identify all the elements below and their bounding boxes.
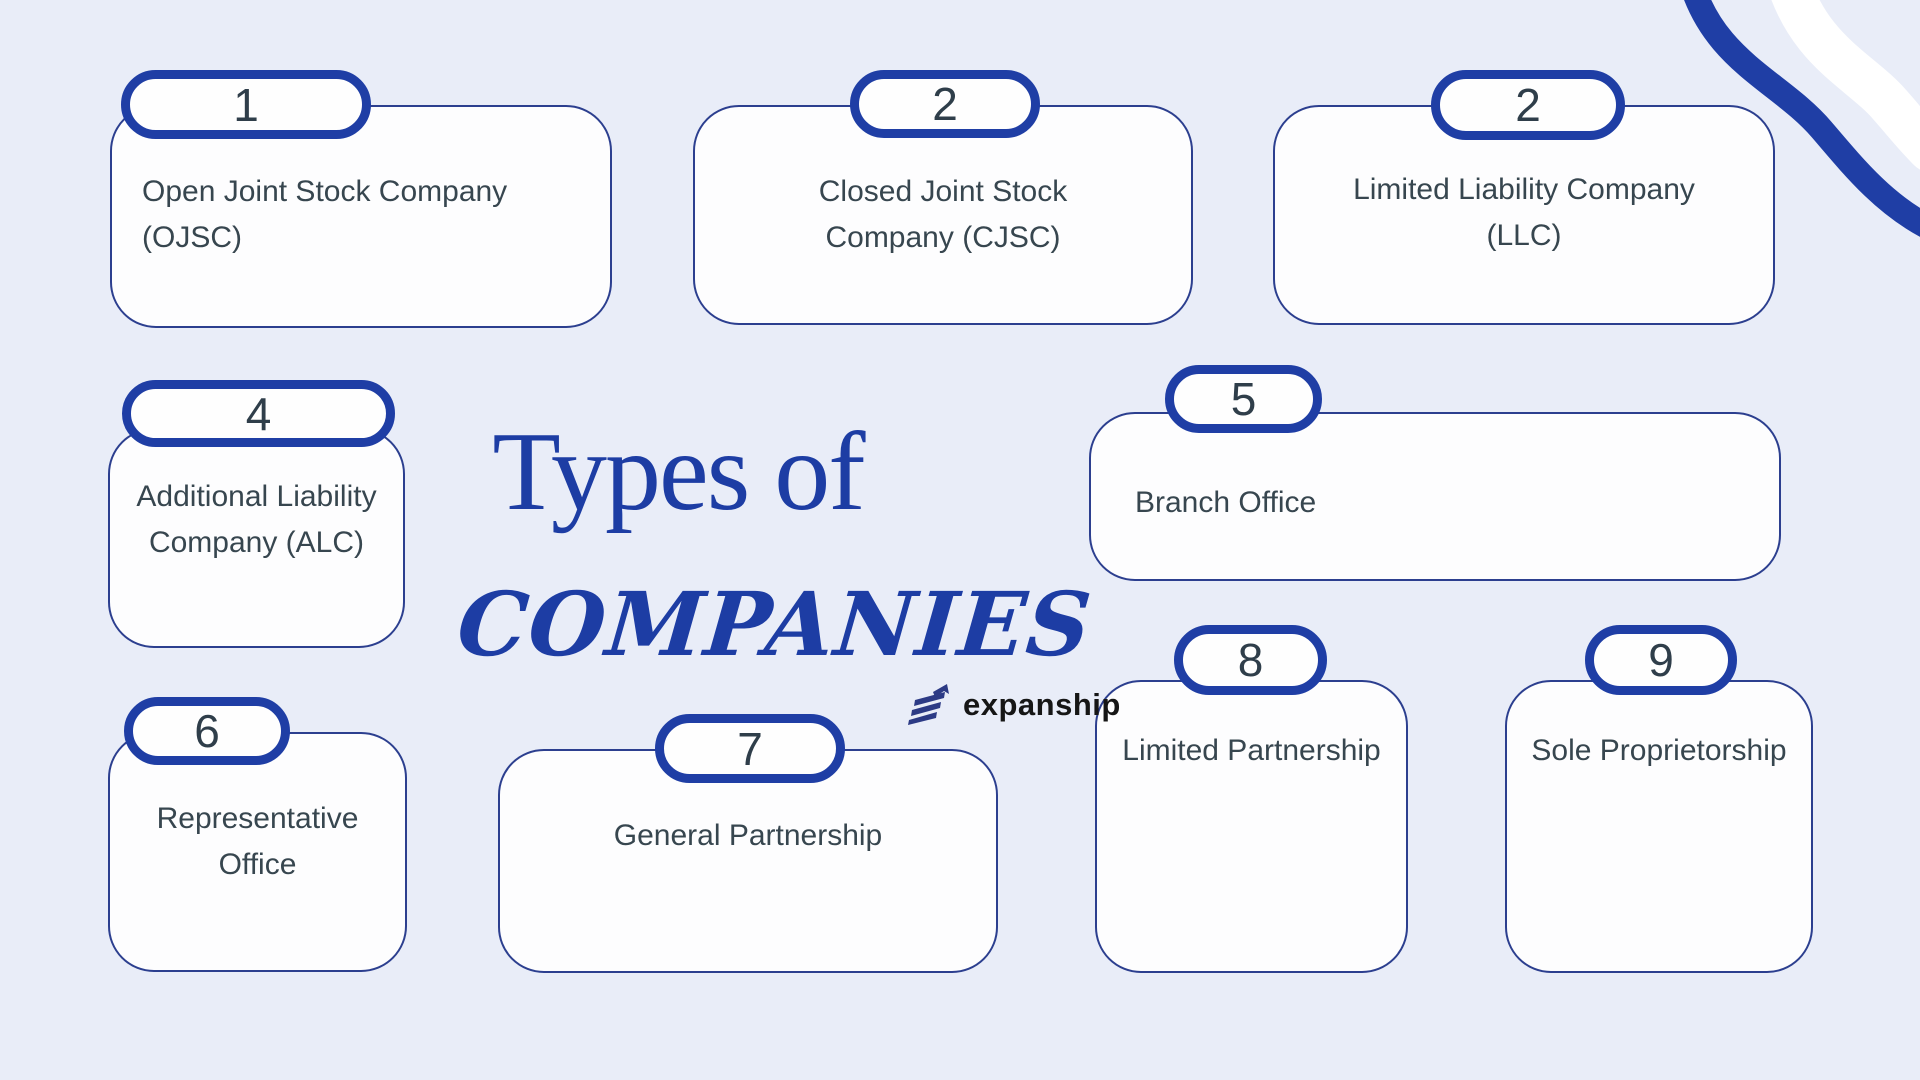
card-branch-office-number-badge: 5: [1165, 365, 1322, 433]
card-title: Limited Partnership: [1122, 734, 1381, 767]
card-llc-number-badge: 2: [1431, 70, 1625, 140]
card-number: 8: [1237, 634, 1264, 686]
card-sole-proprietorship-number-badge: 9: [1585, 625, 1737, 695]
card-title: Closed Joint Stock Company (CJSC): [818, 175, 1068, 254]
page-title-line1: Types of: [492, 410, 865, 534]
card-number: 4: [245, 387, 272, 440]
card-branch-office: 5 Branch Office: [1089, 365, 1781, 581]
brand-name: expanship: [963, 687, 1121, 722]
card-representative-office: 6 Representative Office: [108, 697, 407, 972]
card-number: 6: [194, 705, 220, 757]
card-cjsc-number-badge: 2: [850, 70, 1040, 138]
card-title: Branch Office: [1135, 486, 1317, 519]
top-right-wave-decoration: [1684, 0, 1920, 237]
card-number: 2: [932, 78, 958, 130]
card-representative-office-number-badge: 6: [124, 697, 290, 765]
card-alc-number-badge: 4: [122, 380, 395, 447]
wave-blue-stroke: [1684, 0, 1920, 237]
expanship-logo-icon: [903, 680, 955, 730]
card-ojsc-number-badge: 1: [121, 70, 371, 139]
card-sole-proprietorship: 9 Sole Proprietorship: [1505, 625, 1813, 973]
card-title: Limited Liability Company (LLC): [1353, 173, 1695, 252]
card-number: 1: [233, 78, 259, 131]
card-limited-partnership-number-badge: 8: [1174, 625, 1327, 695]
card-title: Additional Liability Company (ALC): [136, 480, 377, 559]
card-alc: 4 Additional Liability Company (ALC): [108, 380, 405, 648]
card-llc: 2 Limited Liability Company (LLC): [1273, 70, 1775, 325]
card-number: 5: [1230, 373, 1257, 425]
brand-logo: expanship: [903, 680, 1121, 730]
card-limited-partnership: 8 Limited Partnership: [1095, 625, 1408, 973]
card-title: Open Joint Stock Company (OJSC): [142, 175, 508, 254]
card-title: Sole Proprietorship: [1531, 734, 1787, 767]
card-general-partnership-number-badge: 7: [655, 714, 845, 783]
card-number: 2: [1515, 79, 1541, 131]
card-title: Representative Office: [156, 802, 359, 881]
card-cjsc: 2 Closed Joint Stock Company (CJSC): [693, 70, 1193, 325]
card-number: 9: [1648, 634, 1674, 686]
card-general-partnership: 7 General Partnership: [498, 714, 998, 973]
card-title: General Partnership: [613, 819, 883, 852]
card-number: 7: [737, 722, 763, 775]
wave-white-stroke: [1771, 0, 1920, 170]
card-ojsc: 1 Open Joint Stock Company (OJSC): [110, 70, 612, 328]
